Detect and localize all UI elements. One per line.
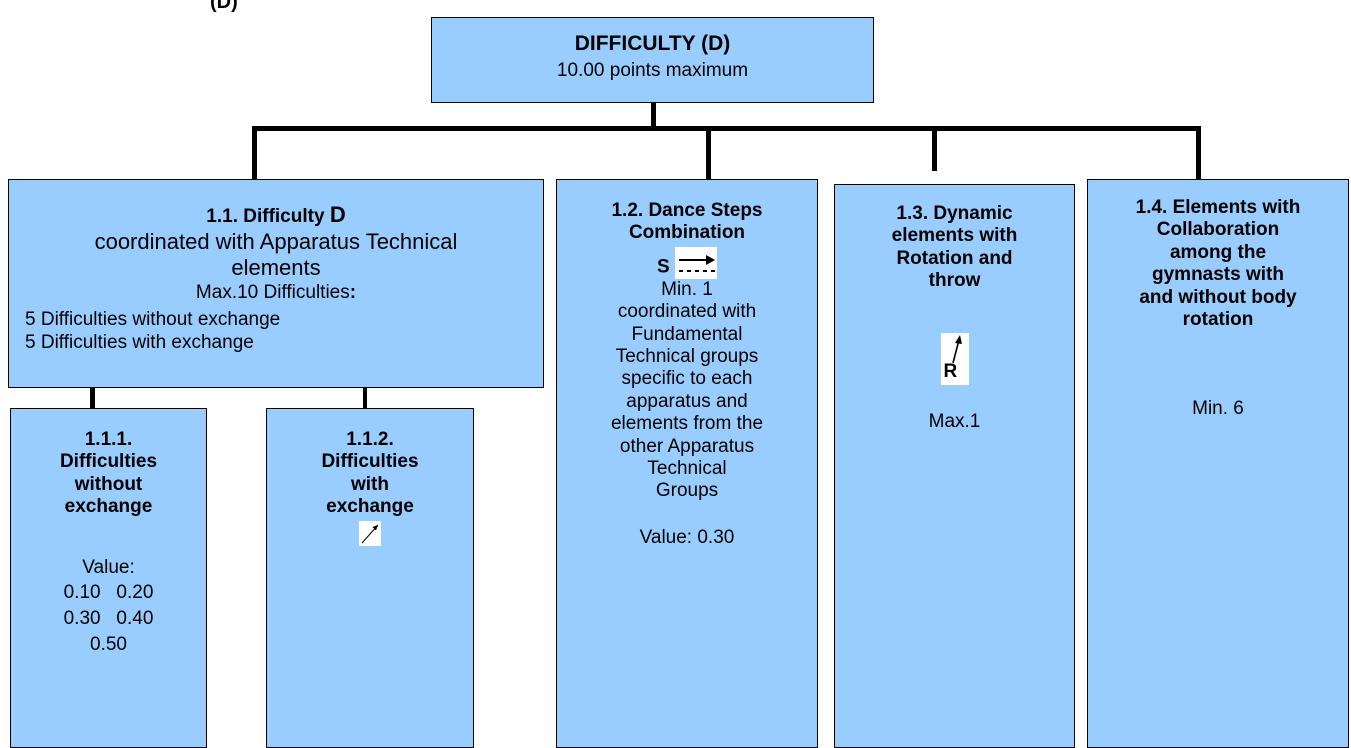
box-1-1-2-heading-2: with bbox=[351, 473, 389, 495]
box-1-2-body-5: apparatus and bbox=[626, 390, 748, 412]
box-1-1-1-values-row2: 0.30 0.40 bbox=[63, 607, 154, 629]
box-1-1-2-heading-3: exchange bbox=[326, 496, 414, 518]
connector-to-1-1-1 bbox=[90, 387, 95, 409]
box-1-3-heading-3: throw bbox=[928, 270, 981, 292]
box-1-1-line2: elements bbox=[231, 255, 321, 281]
box-1-1-max-label: Max.10 Difficulties bbox=[195, 282, 350, 304]
box-1-2-value: Value: 0.30 bbox=[639, 526, 735, 548]
diagonal-arrow-icon bbox=[359, 520, 381, 546]
box-1-2-body-6: elements from the bbox=[610, 413, 764, 435]
root-title: DIFFICULTY (D) bbox=[574, 32, 731, 55]
connector-to-1-1-2 bbox=[363, 387, 367, 409]
box-1-2-body-9: Groups bbox=[655, 480, 719, 502]
box-1-3-body: Max.1 bbox=[928, 410, 981, 432]
cropped-heading: (D) bbox=[210, 0, 238, 13]
box-1-1-1-without-exchange: 1.1.1. Difficulties without exchange Val… bbox=[10, 408, 207, 748]
box-1-1-item-with: 5 Difficulties with exchange bbox=[25, 332, 254, 354]
connector-to-1-1 bbox=[252, 126, 257, 182]
box-1-1-heading-prefix: 1.1. Difficulty bbox=[206, 206, 330, 227]
box-1-2-body-4: specific to each bbox=[621, 368, 753, 390]
box-1-4-heading-0: 1.4. Elements with bbox=[1135, 197, 1301, 218]
box-1-4-heading-1: Collaboration bbox=[1156, 219, 1280, 241]
box-1-2-heading-1: Combination bbox=[628, 222, 746, 244]
box-1-1-line1: coordinated with Apparatus Technical bbox=[94, 229, 458, 255]
box-1-1-1-heading-0: 1.1.1. bbox=[84, 429, 133, 450]
root-box-difficulty: DIFFICULTY (D) 10.00 points maximum bbox=[431, 17, 874, 103]
box-1-1-2-with-exchange: 1.1.2. Difficulties with exchange bbox=[266, 408, 474, 748]
box-1-1-max: Max.10 Difficulties: bbox=[9, 282, 543, 304]
box-1-1-2-heading-1: Difficulties bbox=[321, 451, 419, 473]
box-1-4-collaboration: 1.4. Elements with Collaboration among t… bbox=[1087, 179, 1349, 748]
box-1-4-heading-4: and without body bbox=[1139, 286, 1297, 308]
box-1-1-1-values-row1: 0.10 0.20 bbox=[63, 582, 154, 604]
box-1-2-dance-steps: 1.2. Dance Steps Combination S Min. 1 co… bbox=[556, 179, 818, 748]
connector-to-1-2 bbox=[706, 126, 711, 182]
connector-root-down bbox=[651, 102, 656, 129]
box-1-3-heading-2: Rotation and bbox=[896, 247, 1013, 269]
box-1-2-body-0: Min. 1 bbox=[661, 278, 713, 300]
box-1-1-difficulty: 1.1. Difficulty D coordinated with Appar… bbox=[8, 179, 544, 388]
box-1-2-body-3: Technical groups bbox=[615, 346, 759, 368]
box-1-1-heading-letter: D bbox=[329, 202, 346, 227]
dance-steps-arrow-icon bbox=[674, 246, 717, 279]
box-1-2-body-8: Technical bbox=[647, 458, 727, 480]
box-1-2-body-2: Fundamental bbox=[631, 323, 743, 345]
connector-horizontal bbox=[252, 126, 1201, 131]
box-1-4-body: Min. 6 bbox=[1192, 398, 1244, 420]
box-1-4-heading-2: among the bbox=[1169, 241, 1267, 263]
connector-to-1-4 bbox=[1196, 126, 1201, 182]
box-1-1-item-without: 5 Difficulties without exchange bbox=[25, 308, 281, 330]
box-1-3-heading-1: elements with bbox=[891, 225, 1018, 247]
box-1-1-1-heading-1: Difficulties bbox=[59, 451, 158, 473]
box-1-1-1-values-row3: 0.50 bbox=[90, 633, 127, 655]
box-1-2-symbol: S bbox=[557, 246, 817, 279]
box-1-4-heading-5: rotation bbox=[1182, 309, 1254, 331]
box-1-3-heading-0: 1.3. Dynamic bbox=[896, 203, 1013, 224]
box-1-4-heading-3: gymnasts with bbox=[1152, 264, 1284, 286]
box-1-1-1-heading-3: exchange bbox=[64, 496, 153, 518]
box-1-2-symbol-letter: S bbox=[657, 256, 670, 278]
rotation-throw-icon: R bbox=[940, 332, 969, 385]
box-1-1-heading: 1.1. Difficulty D bbox=[9, 202, 543, 228]
box-1-1-2-heading-0: 1.1.2. bbox=[346, 429, 394, 450]
box-1-2-body-7: other Apparatus bbox=[619, 435, 755, 457]
box-1-1-1-heading-2: without bbox=[74, 473, 143, 495]
box-1-1-1-value-label: Value: bbox=[82, 556, 135, 578]
box-1-1-max-colon: : bbox=[349, 282, 357, 304]
connector-to-1-3 bbox=[932, 126, 937, 171]
box-1-2-heading-0: 1.2. Dance Steps bbox=[611, 200, 763, 221]
root-subtitle: 10.00 points maximum bbox=[556, 59, 749, 81]
box-1-3-dynamic-rotation: 1.3. Dynamic elements with Rotation and … bbox=[834, 184, 1075, 748]
rotation-throw-letter: R bbox=[943, 360, 958, 382]
box-1-2-body-1: coordinated with bbox=[617, 301, 757, 323]
